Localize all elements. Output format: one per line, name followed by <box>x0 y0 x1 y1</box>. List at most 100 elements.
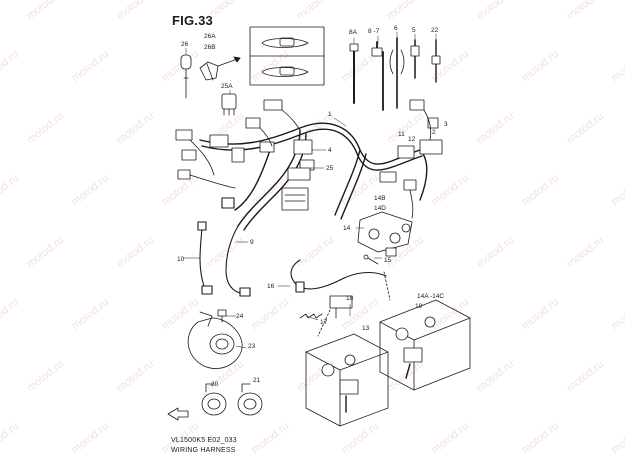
callout-15: 15 <box>384 257 392 264</box>
connector-4 <box>293 139 315 171</box>
callout-4: 4 <box>328 147 332 154</box>
callout-6: 6 <box>394 25 398 32</box>
watermark-text: motod.ru <box>204 234 246 270</box>
watermark-text: motod.ru <box>519 296 561 332</box>
watermark-text: motod.ru <box>609 296 625 332</box>
watermark-text: motod.ru <box>384 0 426 22</box>
watermark-text: motod.ru <box>159 48 201 84</box>
callout-14d: 14D <box>374 205 386 212</box>
callout-9: 9 <box>250 239 254 246</box>
watermark-text: motod.ru <box>24 234 66 270</box>
figure-code: VL1500K5 E02_033 <box>171 437 237 444</box>
callout-1: 1 <box>328 111 332 118</box>
watermark-text: motod.ru <box>429 420 471 456</box>
callout-26a: 26A <box>204 33 216 40</box>
callout-11: 11 <box>398 131 405 138</box>
watermark-text: motod.ru <box>564 0 606 22</box>
watermark-text: motod.ru <box>564 234 606 270</box>
lock-set-14a-14c <box>379 299 471 391</box>
watermark-text: motod.ru <box>0 48 21 84</box>
callout-14b: 14B <box>374 195 386 202</box>
cable-clamp-6 <box>389 37 405 109</box>
callout-21: 21 <box>253 377 261 384</box>
callout-14: 14 <box>343 225 351 232</box>
watermark-text: motod.ru <box>204 0 246 22</box>
watermark-text: motod.ru <box>429 172 471 208</box>
watermark-text: motod.ru <box>249 296 291 332</box>
watermark-text: motod.ru <box>69 172 111 208</box>
screw-15 <box>363 254 379 265</box>
horn-23 <box>187 311 243 369</box>
clip-22 <box>431 39 441 83</box>
key-blank <box>199 61 219 81</box>
watermark-text: motod.ru <box>114 110 156 146</box>
watermark-text: motod.ru <box>114 234 156 270</box>
watermark-text: motod.ru <box>564 358 606 394</box>
watermark-text: motod.ru <box>24 358 66 394</box>
watermark-text: motod.ru <box>519 420 561 456</box>
watermark-text: motod.ru <box>294 0 336 22</box>
watermark-text: motod.ru <box>24 0 66 22</box>
transponder-inset <box>249 26 325 86</box>
watermark-text: motod.ru <box>474 358 516 394</box>
watermark-text: motod.ru <box>609 48 625 84</box>
watermark-text: motod.ru <box>519 172 561 208</box>
callout-5: 5 <box>412 27 416 34</box>
bracket-18 <box>329 295 353 319</box>
figure-title: FIG.33 <box>172 13 213 28</box>
connector-cluster-left <box>175 99 301 189</box>
callout-10: 10 <box>177 256 185 263</box>
callout-3: 3 <box>444 121 448 128</box>
connector-25 <box>281 167 311 211</box>
lead-wire-10 <box>197 221 213 295</box>
sub-harness-9 <box>221 197 251 297</box>
watermark-text: motod.ru <box>114 0 156 22</box>
watermark-text: motod.ru <box>519 48 561 84</box>
watermark-text: motod.ru <box>429 296 471 332</box>
callout-26b: 26B <box>204 44 216 51</box>
callout-23: 23 <box>248 343 256 350</box>
watermark-text: motod.ru <box>0 420 21 456</box>
cable-clamp-5 <box>410 39 420 79</box>
watermark-text: motod.ru <box>249 48 291 84</box>
front-direction-arrow-icon <box>167 407 189 421</box>
inset-arrow-icon <box>217 56 241 67</box>
callout-25: 25 <box>326 165 334 172</box>
bolt-24 <box>217 309 227 323</box>
watermark-text: motod.ru <box>0 296 21 332</box>
watermark-text: motod.ru <box>294 234 336 270</box>
watermark-text: motod.ru <box>24 110 66 146</box>
callout-2: 2 <box>432 129 436 136</box>
callout-8-7: 8 -7 <box>368 28 380 35</box>
leader-lines <box>183 31 437 349</box>
callout-20: 20 <box>211 381 219 388</box>
watermark-text: motod.ru <box>69 48 111 84</box>
watermark-text: motod.ru <box>609 420 625 456</box>
callout-13: 13 <box>362 325 370 332</box>
watermark-text: motod.ru <box>294 358 336 394</box>
callout-17: 17 <box>320 319 328 326</box>
callout-24: 24 <box>236 313 244 320</box>
watermark-text: motod.ru <box>339 420 381 456</box>
watermark-text: motod.ru <box>114 358 156 394</box>
watermark-text: motod.ru <box>609 172 625 208</box>
figure-caption: WIRING HARNESS <box>171 447 236 454</box>
main-harness <box>199 122 428 231</box>
callout-12: 12 <box>408 136 416 143</box>
lead-wire-16 <box>290 259 387 293</box>
watermark-text: motod.ru <box>474 234 516 270</box>
horn-20 <box>201 383 227 416</box>
watermark-text: motod.ru <box>0 172 21 208</box>
callout-22: 22 <box>431 27 439 34</box>
connector-cluster-right <box>379 99 443 219</box>
watermark-text: motod.ru <box>384 358 426 394</box>
callout-26: 26 <box>181 41 189 48</box>
ignition-switch-14 <box>357 211 413 257</box>
callout-8a: 8A <box>349 29 358 36</box>
horn-21 <box>237 383 263 416</box>
cable-tie-8-7 <box>371 41 384 111</box>
